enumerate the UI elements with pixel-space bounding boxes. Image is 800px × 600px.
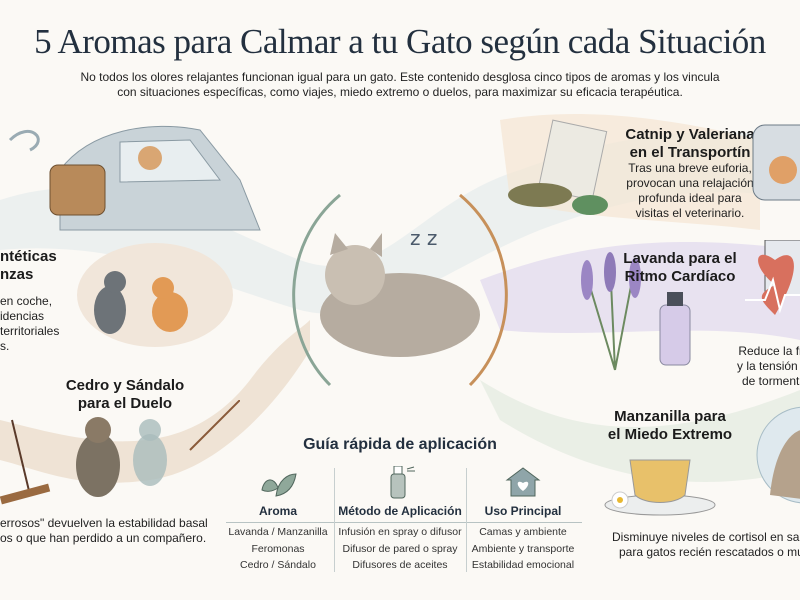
- subtitle-line: No todos los olores relajantes funcionan…: [80, 70, 720, 84]
- catnip-title: Catnip y Valeriana en el Transportín: [610, 126, 770, 162]
- body-line: territoriales: [0, 324, 60, 338]
- title-line: Cedro y Sándalo: [65, 377, 185, 394]
- title-line: el Miedo Extremo: [607, 426, 733, 443]
- table-cell: Feromonas: [251, 542, 305, 555]
- guide-column-method: Método de Aplicación Infusión en spray o…: [336, 466, 464, 574]
- table-cell: Camas y ambiente: [479, 526, 567, 538]
- title-line: nzas: [0, 266, 34, 283]
- body-line: Disminuye niveles de cortisol en sangr: [612, 530, 800, 544]
- body-line: y la tensión m: [737, 359, 800, 373]
- table-cell: Cedro / Sándalo: [240, 559, 316, 571]
- body-line: Tras una breve euforia,: [628, 161, 752, 175]
- feromonas-title: ntéticas nzas: [0, 248, 57, 284]
- leaves-icon: [261, 473, 297, 497]
- manzanilla-body: Disminuye niveles de cortisol en sangr p…: [612, 530, 800, 560]
- title-line: en el Transportín: [629, 144, 751, 161]
- chamomile-tea-illustration: [604, 459, 716, 516]
- sleeping-cat-wreath-illustration: z z: [292, 193, 508, 387]
- column-divider: [466, 468, 467, 572]
- feromonas-body: en coche, idencias territoriales s.: [0, 294, 59, 354]
- spray-bottle-icon: [390, 466, 415, 499]
- body-line: en coche,: [0, 294, 53, 308]
- guide-column-use: Uso Principal Camas y ambiente Ambiente …: [459, 467, 587, 574]
- catnip-body: Tras una breve euforia, provocan una rel…: [610, 161, 770, 221]
- title-line: Lavanda para el: [623, 250, 737, 267]
- title-line: ntéticas: [0, 248, 57, 265]
- two-cats-greeting-illustration: [77, 243, 233, 347]
- body-line: Reduce la fre: [738, 344, 800, 358]
- guide-header-rule: [226, 522, 582, 523]
- column-divider: [334, 468, 335, 572]
- table-cell: Infusión en spray o difusor: [338, 526, 462, 538]
- body-line: de tormenta: [742, 374, 800, 388]
- body-line: errosos" devuelven la estabilidad basal: [0, 516, 208, 530]
- table-cell: Difusores de aceites: [352, 559, 448, 571]
- table-cell: Estabilidad emocional: [471, 559, 575, 571]
- body-line: profunda ideal para: [638, 191, 742, 205]
- body-line: para gatos recién rescatados o muy: [618, 545, 800, 559]
- body-line: provocan una relajación: [626, 176, 754, 190]
- body-line: s.: [0, 339, 10, 353]
- table-cell: Lavanda / Manzanilla: [228, 526, 328, 538]
- title-line: Ritmo Cardíaco: [624, 268, 736, 285]
- cedro-title: Cedro y Sándalo para el Duelo: [50, 377, 200, 413]
- guide-column-aroma: Aroma Lavanda / Manzanilla Feromonas Ced…: [214, 470, 342, 574]
- carrier-with-cat-illustration: [752, 124, 800, 201]
- lavender-spray-illustration: [581, 252, 691, 371]
- lavanda-body: Reduce la fre y la tensión m de tormenta: [737, 344, 800, 389]
- column-header: Método de Aplicación: [338, 504, 462, 518]
- car-with-cat-illustration: [8, 125, 261, 231]
- body-line: visitas el veterinario.: [635, 206, 745, 220]
- page-subtitle: No todos los olores relajantes funcionan…: [60, 70, 740, 100]
- lavanda-title: Lavanda para el Ritmo Cardíaco: [610, 250, 750, 286]
- table-cell: Difusor de pared o spray: [342, 542, 458, 555]
- title-line: para el Duelo: [77, 395, 173, 412]
- body-line: os o que han perdido a un compañero.: [0, 531, 207, 545]
- heart-monitor-illustration: [745, 240, 800, 315]
- title-line: Catnip y Valeriana: [625, 126, 755, 143]
- title-line: Manzanilla para: [614, 408, 726, 425]
- scared-cat-bubble-illustration: [756, 406, 800, 504]
- guide-title: Guía rápida de aplicación: [303, 436, 497, 453]
- column-header: Aroma: [258, 504, 297, 518]
- subtitle-line: con situaciones específicas, como viajes…: [117, 85, 683, 99]
- column-header: Uso Principal: [484, 504, 562, 518]
- manzanilla-title: Manzanilla para el Miedo Extremo: [600, 408, 740, 444]
- catnip-bag-illustration: [508, 119, 608, 215]
- house-heart-icon: [505, 467, 541, 497]
- page-title: 5 Aromas para Calmar a tu Gato según cad…: [34, 22, 766, 61]
- table-cell: Ambiente y transporte: [471, 542, 575, 555]
- cedro-body: errosos" devuelven la estabilidad basal …: [0, 516, 208, 546]
- svg-text:z z: z z: [410, 226, 437, 250]
- body-line: idencias: [0, 309, 45, 323]
- incense-and-cats-illustration: [0, 400, 240, 505]
